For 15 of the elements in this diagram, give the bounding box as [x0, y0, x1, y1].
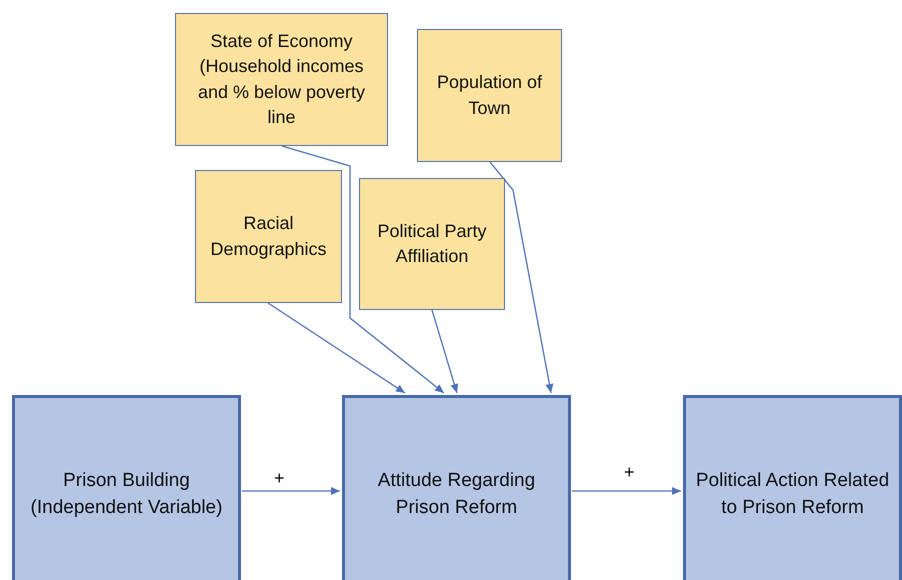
- arrow: [242, 487, 340, 496]
- variable-box: Prison Building (Independent Variable): [12, 395, 241, 580]
- variable-box: Attitude Regarding Prison Reform: [342, 395, 571, 580]
- arrow: [572, 487, 681, 496]
- arrow: [268, 302, 406, 394]
- factor-box: State of Economy (Household incomes and % below poverty line: [175, 13, 388, 146]
- arrow: [282, 145, 444, 394]
- edge-label: +: [624, 463, 635, 481]
- arrow: [489, 162, 554, 394]
- factor-box: Population of Town: [417, 29, 562, 162]
- variable-box: Political Action Related to Prison Reform: [683, 395, 902, 580]
- factor-box: Racial Demographics: [195, 170, 342, 303]
- arrow: [431, 310, 458, 394]
- factor-box: Political Party Affiliation: [359, 178, 505, 310]
- edge-label: +: [274, 469, 285, 487]
